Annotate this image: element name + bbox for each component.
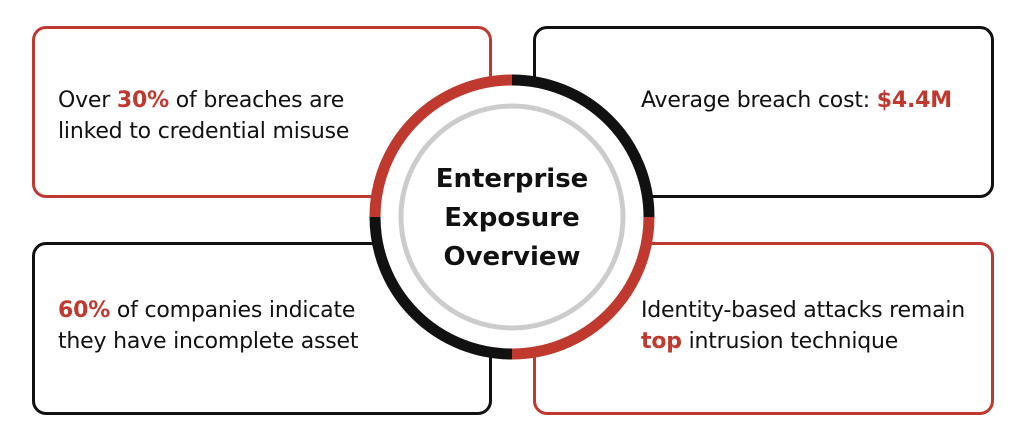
text-segment: linked to credential misuse bbox=[58, 119, 350, 144]
title-line: Overview bbox=[443, 242, 581, 272]
text-segment: Identity-based attacks remain bbox=[641, 298, 966, 323]
ring-segment-top-left bbox=[369, 74, 513, 218]
ring-segment-bottom-left bbox=[369, 216, 513, 360]
highlight-stat: top bbox=[641, 329, 682, 354]
text-segment: of companies indicate bbox=[110, 298, 356, 323]
ring-backdrop bbox=[370, 75, 654, 359]
title-line: Enterprise bbox=[435, 164, 589, 194]
inner-ring bbox=[398, 103, 626, 331]
text-segment: of breaches are bbox=[168, 88, 345, 113]
stat-card-credential-misuse: Over 30% of breaches are linked to crede… bbox=[32, 26, 492, 198]
ring-segment-top-right bbox=[511, 74, 655, 218]
text-segment: Average breach cost: bbox=[641, 88, 877, 113]
highlight-stat: 30% bbox=[116, 88, 169, 113]
highlight-stat: $4.4M bbox=[876, 88, 952, 113]
ring-segment-bottom-right bbox=[511, 216, 655, 360]
text-segment: intrusion technique bbox=[681, 329, 899, 354]
stat-card-breach-cost: Average breach cost: $4.4M bbox=[533, 26, 994, 198]
stat-card-text: Over 30% of breaches are linked to crede… bbox=[58, 85, 349, 147]
stat-card-text: Identity-based attacks remain top intrus… bbox=[641, 295, 965, 357]
text-segment: they have incomplete asset bbox=[58, 329, 359, 354]
highlight-stat: 60% bbox=[58, 298, 111, 323]
stat-card-text: 60% of companies indicate they have inco… bbox=[58, 295, 358, 357]
center-title: Enterprise Exposure Overview bbox=[412, 160, 612, 277]
title-line: Exposure bbox=[444, 203, 580, 233]
stat-card-text: Average breach cost: $4.4M bbox=[641, 85, 952, 116]
text-segment: Over bbox=[58, 88, 117, 113]
